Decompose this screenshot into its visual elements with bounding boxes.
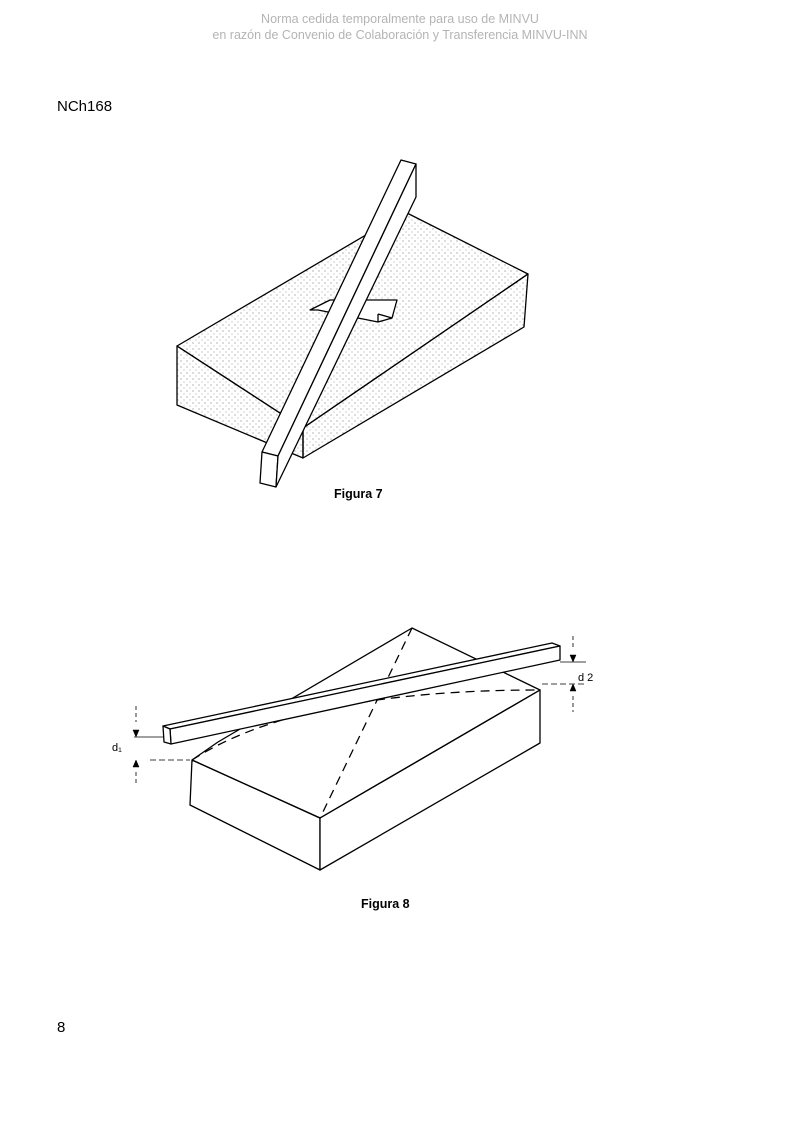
- straightedge-edge: [275, 163, 417, 488]
- dimension-d2-label: d 2: [578, 672, 593, 684]
- figure-7-caption: Figura 7: [334, 487, 383, 501]
- diagonal-dashed-1: [319, 627, 413, 819]
- document-code: NCh168: [57, 98, 113, 115]
- figure-7-drawing: [176, 159, 529, 488]
- watermark-line-1: Norma cedida temporalmente para uso de M…: [261, 12, 539, 26]
- figure-8-drawing: d₁ d 2: [112, 627, 593, 871]
- figure-8-caption: Figura 8: [361, 897, 410, 911]
- straightedge-side: [259, 451, 279, 488]
- block-right-face: [319, 689, 541, 871]
- block-right-face: [302, 273, 529, 459]
- watermark-line-2: en razón de Convenio de Colaboración y T…: [212, 28, 588, 42]
- dimension-d1-label: d₁: [112, 742, 122, 754]
- straightedge-end: [162, 725, 172, 745]
- watermark: Norma cedida temporalmente para uso de M…: [0, 11, 800, 43]
- page-number: 8: [57, 1019, 66, 1036]
- block-front-face: [189, 759, 321, 871]
